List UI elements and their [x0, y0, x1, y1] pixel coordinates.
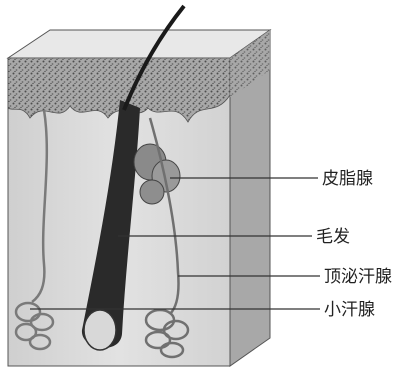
label-sweat-gland: 小汗腺 [324, 300, 375, 320]
label-apocrine-gland: 顶泌汗腺 [324, 267, 392, 287]
label-hair: 毛发 [316, 227, 350, 247]
label-sebaceous-gland: 皮脂腺 [322, 169, 373, 189]
hair-bulb [84, 310, 116, 350]
skin-top-surface [8, 30, 270, 58]
